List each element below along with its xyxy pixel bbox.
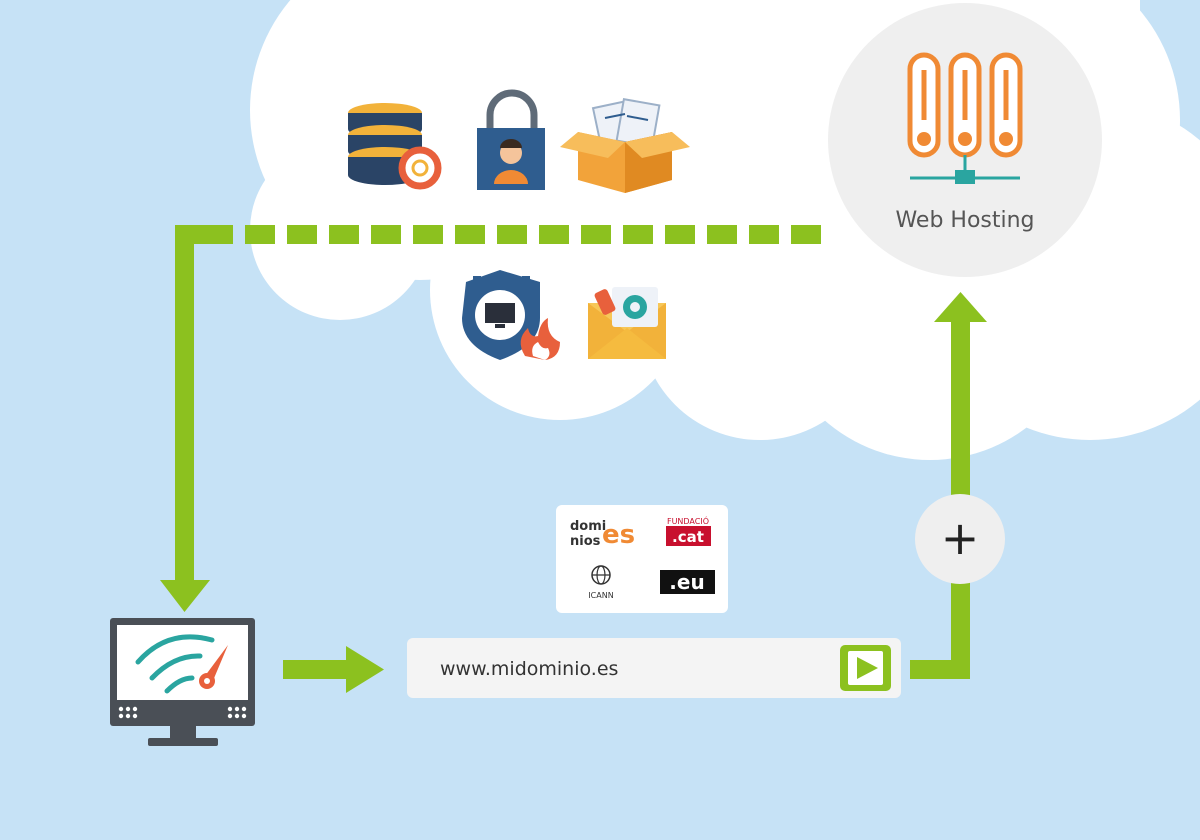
play-icon: [857, 657, 878, 679]
icann-logo: ICANN: [588, 565, 614, 600]
web-hosting-node: Web Hosting: [828, 3, 1102, 277]
url-bar[interactable]: www.midominio.es: [407, 638, 901, 698]
arrow-down-to-computer: [160, 225, 210, 612]
dominios-es-logo: domi nios es: [570, 519, 635, 550]
svg-text:FUNDACIÓ: FUNDACIÓ: [667, 515, 709, 526]
database-backup-icon: [348, 103, 442, 190]
svg-text:domi: domi: [570, 519, 606, 534]
dashed-connector: [175, 225, 821, 244]
url-text: www.midominio.es: [440, 658, 618, 680]
security-shield-icon: [462, 270, 560, 360]
fundacio-cat-logo: FUNDACIÓ .cat: [666, 515, 711, 546]
svg-text:nios: nios: [570, 534, 601, 549]
files-box-icon: [560, 98, 690, 193]
plus-symbol: +: [941, 511, 980, 565]
svg-text:.eu: .eu: [669, 570, 704, 594]
arrow-url-to-hosting: [910, 292, 987, 679]
play-button[interactable]: [840, 645, 891, 691]
monitor-speedometer-icon: [110, 618, 255, 746]
eu-logo: .eu: [660, 570, 715, 594]
server-icon: [907, 52, 1023, 184]
arrow-computer-to-url: [283, 646, 384, 693]
email-icon: [588, 287, 666, 359]
svg-text:es: es: [602, 520, 635, 550]
flow-arrows: [160, 225, 987, 693]
secure-user-icon: [477, 89, 545, 190]
plus-badge: +: [915, 494, 1005, 584]
web-hosting-label: Web Hosting: [895, 208, 1034, 233]
registries-card: domi nios es FUNDACIÓ .cat ICANN .eu: [556, 505, 728, 613]
svg-text:ICANN: ICANN: [588, 591, 613, 600]
svg-text:.cat: .cat: [672, 528, 704, 546]
